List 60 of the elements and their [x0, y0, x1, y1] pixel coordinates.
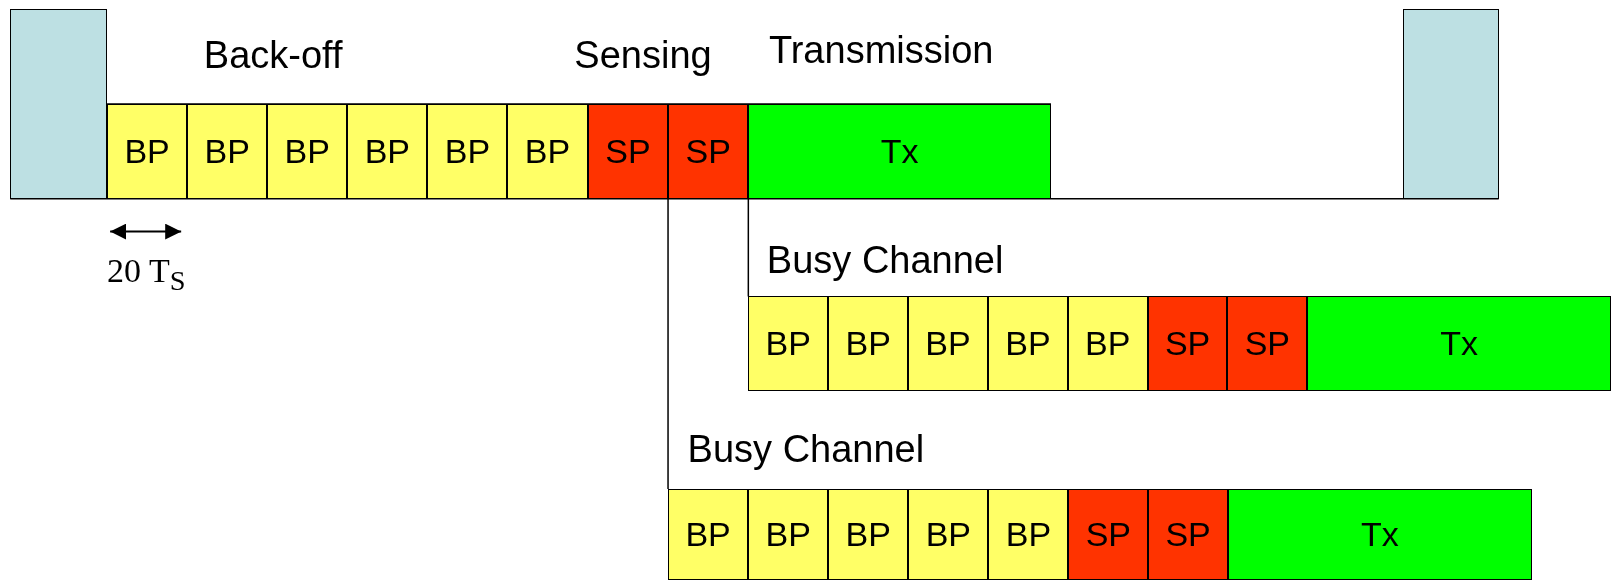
cell-label: SP — [1164, 324, 1211, 364]
backoff-period-cell — [748, 296, 829, 392]
cell-label: BP — [1005, 324, 1051, 364]
backoff-period-cell — [828, 488, 909, 580]
transmission-cell — [748, 103, 1051, 199]
phase-label: Transmission — [768, 28, 994, 72]
cell-label: BP — [765, 324, 811, 364]
idle-slot-box — [10, 9, 108, 199]
phase-label: Sensing — [574, 33, 712, 77]
sensing-period-cell — [1148, 488, 1228, 580]
cell-label: Tx — [1440, 324, 1478, 364]
dimension-label: 20 T$_{S}$ — [107, 252, 186, 297]
backoff-period-cell — [828, 296, 909, 392]
cell-label: SP — [605, 131, 651, 171]
backoff-period-cell — [507, 103, 588, 199]
sensing-period-cell — [1068, 488, 1149, 580]
cell-label: BP — [925, 514, 971, 554]
cell-label: Tx — [880, 131, 919, 171]
backoff-period-cell — [187, 103, 268, 199]
cell-label: Tx — [1360, 514, 1399, 554]
channel-state-label: Busy Channel — [766, 238, 1004, 282]
backoff-period-cell — [267, 103, 348, 199]
backoff-period-cell — [748, 488, 829, 580]
sensing-period-cell — [1147, 296, 1228, 392]
cell-label: BP — [845, 514, 891, 554]
backoff-period-cell — [1067, 296, 1148, 392]
cell-label: SP — [1244, 324, 1291, 364]
cell-label: BP — [1085, 324, 1131, 364]
transmission-cell — [1228, 488, 1532, 580]
backoff-period-cell — [668, 488, 749, 580]
phase-label: Back-off — [203, 33, 343, 77]
cell-label: BP — [524, 131, 571, 171]
backoff-period-cell — [347, 103, 428, 199]
sensing-period-cell — [587, 103, 669, 199]
backoff-period-cell — [988, 488, 1069, 580]
cell-label: BP — [124, 131, 170, 171]
cell-label: BP — [765, 514, 811, 554]
cell-label: SP — [1165, 514, 1211, 554]
cell-label: SP — [685, 131, 731, 171]
transmission-cell — [1307, 296, 1611, 392]
cell-label: BP — [284, 131, 330, 171]
cell-label: BP — [204, 131, 250, 171]
idle-slot-box — [1403, 9, 1499, 199]
sensing-period-cell — [668, 103, 749, 199]
cell-label: BP — [845, 324, 891, 364]
backoff-period-cell — [987, 296, 1068, 392]
cell-label: BP — [1005, 514, 1052, 554]
cell-label: BP — [685, 514, 731, 554]
cell-label: BP — [925, 324, 971, 364]
cell-label: BP — [444, 131, 491, 171]
connector-line — [747, 197, 750, 298]
backoff-period-cell — [427, 103, 508, 199]
backoff-period-cell — [908, 296, 988, 392]
connector-line — [667, 197, 669, 490]
cell-label: BP — [364, 131, 410, 171]
channel-state-label: Busy Channel — [687, 428, 925, 472]
backoff-period-cell — [908, 488, 989, 580]
sensing-period-cell — [1227, 296, 1308, 392]
backoff-period-cell — [107, 103, 188, 199]
cell-label: SP — [1085, 514, 1131, 554]
